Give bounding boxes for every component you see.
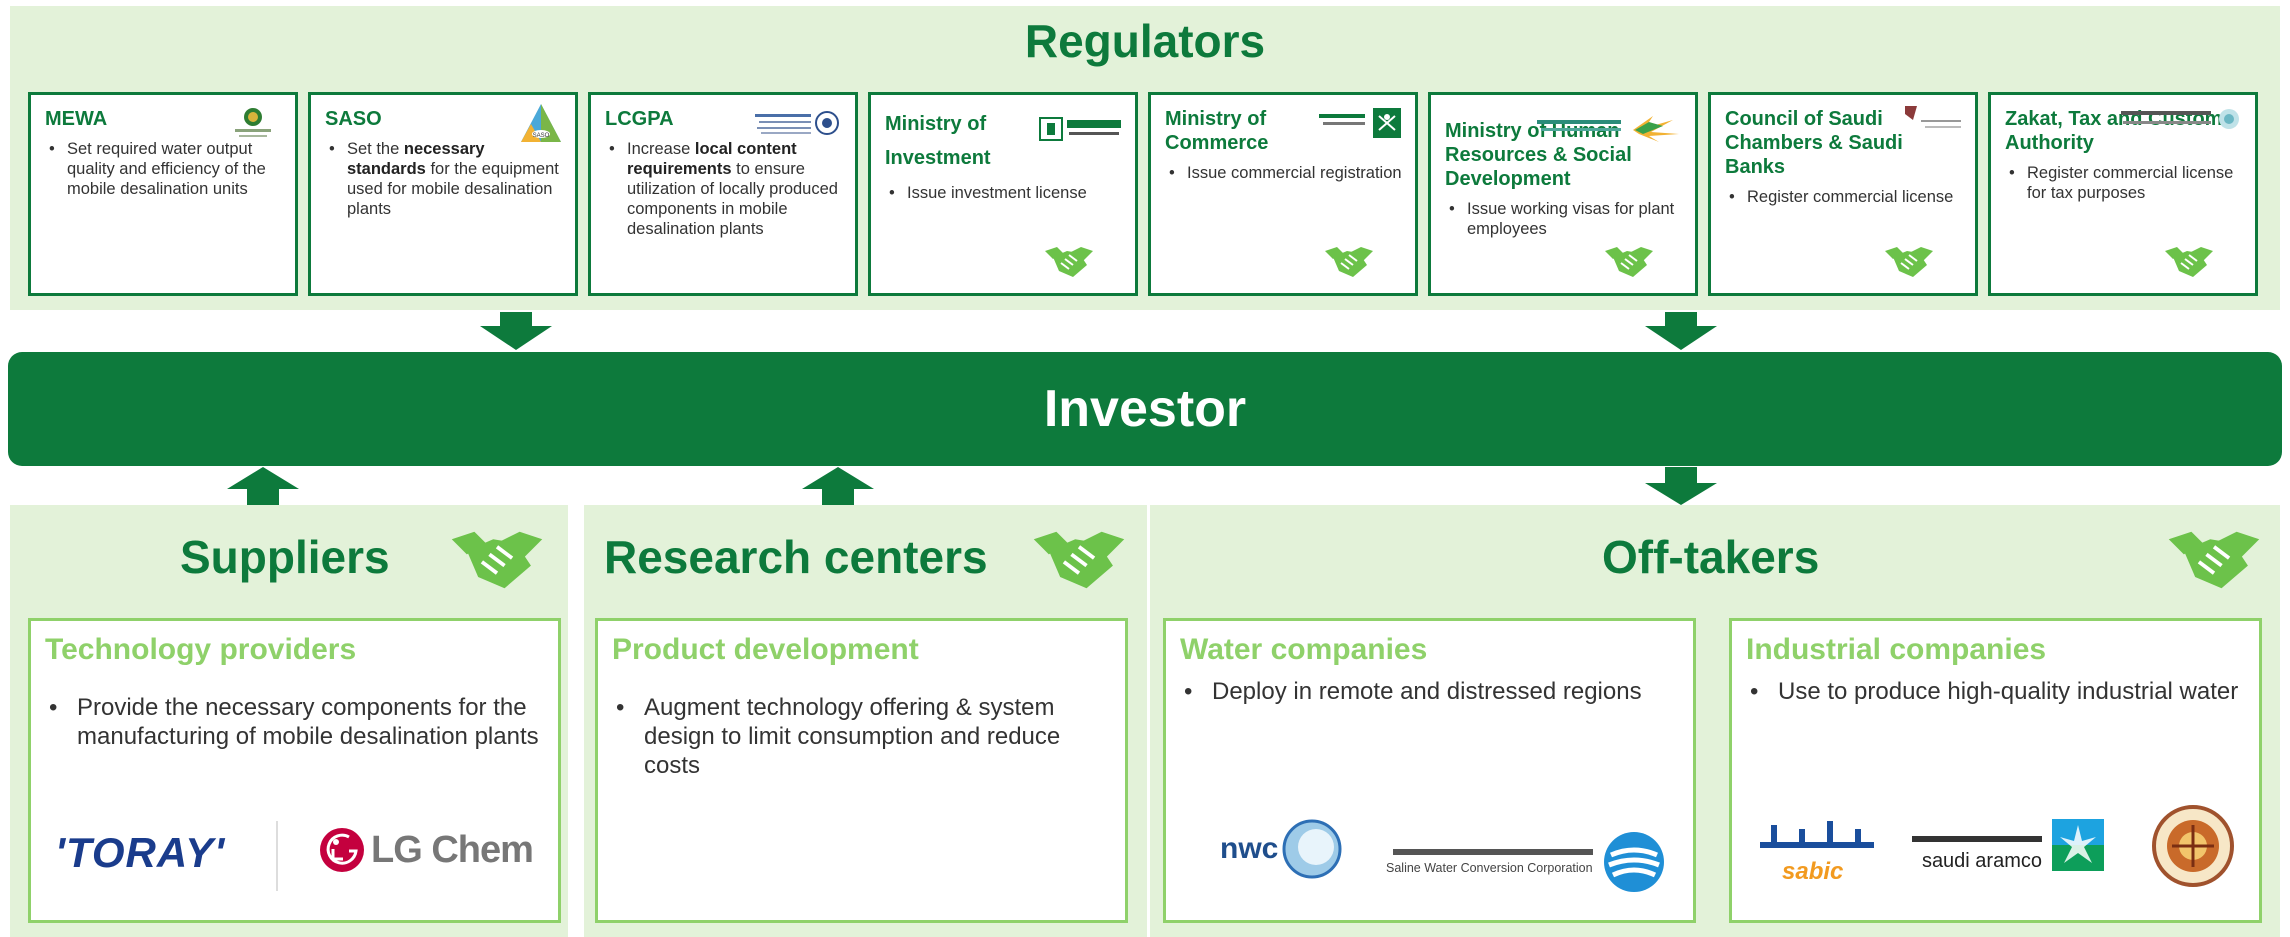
aramco-logo: saudi aramco xyxy=(1912,817,2106,873)
svg-text:SASO: SASO xyxy=(533,133,550,139)
regulator-card-saso: SASO SASO Set the necessary standards fo… xyxy=(308,92,578,296)
regulator-name: LCGPA xyxy=(605,108,674,130)
lg-circle-icon xyxy=(320,828,364,872)
regulator-card-council-of-chambers: Council of Saudi Chambers & Saudi Banks … xyxy=(1708,92,1978,296)
water-companies-card: Water companies Deploy in remote and dis… xyxy=(1163,618,1696,923)
card-bullet: Augment technology offering & system des… xyxy=(612,693,1109,780)
regulator-bullet: Set the necessary standards for the equi… xyxy=(325,139,563,219)
card-title: Water companies xyxy=(1180,633,1428,666)
regulator-name: SASO xyxy=(325,108,382,130)
regulator-bullet: Set required water output quality and ef… xyxy=(45,139,283,199)
regulator-name: Ministry of Commerce xyxy=(1165,108,1269,154)
regulator-card-ministry-of-investment: Ministry of Investment Issue investment … xyxy=(868,92,1138,296)
card-bullet: Provide the necessary components for the… xyxy=(45,693,542,751)
arrow-up-suppliers xyxy=(227,467,299,505)
ministry-of-commerce-logo xyxy=(1317,105,1403,141)
card-bullet: Use to produce high-quality industrial w… xyxy=(1746,677,2243,706)
swcc-logo: Saline Water Conversion Corporation xyxy=(1386,831,1665,893)
technology-providers-card: Technology providers Provide the necessa… xyxy=(28,618,561,923)
logo-divider xyxy=(276,821,278,891)
handshake-icon xyxy=(1045,247,1093,277)
ministry-of-investment-logo xyxy=(1039,111,1123,147)
regulator-card-zatca: Zakat, Tax and Customs Authority Registe… xyxy=(1988,92,2258,296)
handshake-icon xyxy=(2168,531,2260,589)
card-title: Industrial companies xyxy=(1746,633,2047,666)
regulator-name: Ministry of Investment xyxy=(885,113,991,169)
sabic-logo: sabic xyxy=(1754,811,1884,885)
swcc-wave-icon xyxy=(1603,832,1664,892)
handshake-icon xyxy=(2165,247,2213,277)
regulator-card-lcgpa: LCGPA Increase local content requirement… xyxy=(588,92,858,296)
card-title: Technology providers xyxy=(45,633,357,666)
regulator-bullet: Issue commercial registration xyxy=(1165,163,1403,183)
lcgpa-logo xyxy=(753,105,843,141)
handshake-icon xyxy=(1605,247,1653,277)
saso-triangle-logo: SASO xyxy=(519,101,563,145)
arrow-down-offtakers xyxy=(1645,467,1717,505)
toray-logo: 'TORAY' xyxy=(55,829,226,876)
handshake-icon xyxy=(1033,531,1125,589)
arrow-down-regulators-left xyxy=(480,312,552,350)
regulator-card-ministry-of-hr: Ministry of Human Resources & Social Dev… xyxy=(1428,92,1698,296)
card-bullet: Deploy in remote and distressed regions xyxy=(1180,677,1677,706)
offtakers-title: Off-takers xyxy=(1602,531,1820,583)
product-development-card: Product development Augment technology o… xyxy=(595,618,1128,923)
arrow-up-research xyxy=(802,467,874,505)
regulator-bullet: Issue investment license xyxy=(885,183,1123,203)
arrow-down-regulators-right xyxy=(1645,312,1717,350)
handshake-icon xyxy=(1325,247,1373,277)
regulator-name: Ministry of Human Resources & Social Dev… xyxy=(1445,120,1632,190)
aramco-star-icon xyxy=(2052,819,2104,871)
hrsd-palm-logo xyxy=(1523,109,1683,145)
mewa-emblem-icon xyxy=(223,105,283,141)
regulator-name: Council of Saudi Chambers & Saudi Banks xyxy=(1725,108,1903,178)
regulator-bullet: Register commercial license for tax purp… xyxy=(2005,163,2243,203)
card-title: Product development xyxy=(612,633,919,666)
suppliers-title: Suppliers xyxy=(180,531,390,583)
industrial-companies-card: Industrial companies Use to produce high… xyxy=(1729,618,2262,923)
lg-chem-logo: LG Chem xyxy=(319,827,534,873)
regulators-title: Regulators xyxy=(1024,15,1266,67)
nwc-logo: nwc xyxy=(1220,819,1342,879)
investor-bar: Investor xyxy=(8,352,2282,466)
sabic-arabic-mark xyxy=(1760,821,1874,848)
zatca-logo xyxy=(2119,103,2243,139)
regulator-card-ministry-of-commerce: Ministry of Commerce Issue commercial re… xyxy=(1148,92,1418,296)
emblem-seal-logo xyxy=(2152,805,2234,887)
research-title: Research centers xyxy=(604,531,988,583)
nwc-globe-icon xyxy=(1282,819,1342,879)
regulator-card-mewa: MEWA Set required water output quality a… xyxy=(28,92,298,296)
regulator-bullet: Register commercial license xyxy=(1725,187,1963,207)
regulator-bullet: Issue working visas for plant employees xyxy=(1445,199,1683,239)
regulator-bullet: Increase local content requirements to e… xyxy=(605,139,843,239)
handshake-icon xyxy=(1885,247,1933,277)
regulator-name: MEWA xyxy=(45,108,108,130)
handshake-icon xyxy=(451,531,543,589)
council-logo xyxy=(1901,101,1963,137)
